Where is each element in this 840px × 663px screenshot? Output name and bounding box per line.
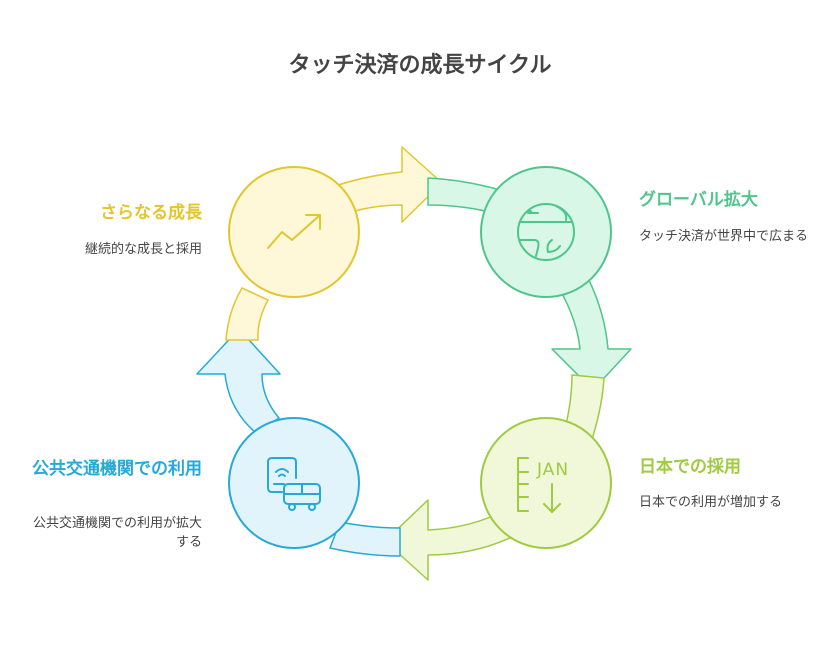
phone-bus-icon xyxy=(267,457,321,511)
stage-title-japan: 日本での採用 xyxy=(639,457,741,477)
stage-circle-growth xyxy=(228,166,360,298)
calendar-jan-icon xyxy=(517,457,561,513)
arrow-transit-to-growth xyxy=(196,328,281,434)
stage-title-transit: 公共交通機関での利用 xyxy=(32,459,202,479)
stage-desc-japan: 日本での利用が増加する xyxy=(639,495,783,510)
diagram-title: タッチ決済の成長サイクル xyxy=(288,53,552,78)
band-transit-in xyxy=(328,521,401,557)
stage-title-global: グローバル拡大 xyxy=(639,190,758,210)
stage-desc-transit: 公共交通機関での利用が拡大する xyxy=(32,516,202,550)
arrow-global-to-japan xyxy=(551,277,632,391)
stage-circle-japan xyxy=(480,417,612,549)
stage-desc-global: タッチ決済が世界中で広まる xyxy=(639,229,809,244)
band-growth-in xyxy=(225,287,270,341)
globe-icon xyxy=(517,203,575,261)
stage-title-growth: さらなる成長 xyxy=(100,203,202,223)
calendar-jan-text: JAN xyxy=(536,460,569,480)
trending-up-icon xyxy=(267,214,321,249)
arrow-japan-to-transit xyxy=(384,499,517,581)
stage-desc-growth: 継続的な成長と採用 xyxy=(84,242,202,257)
stage-circle-global xyxy=(480,166,612,298)
